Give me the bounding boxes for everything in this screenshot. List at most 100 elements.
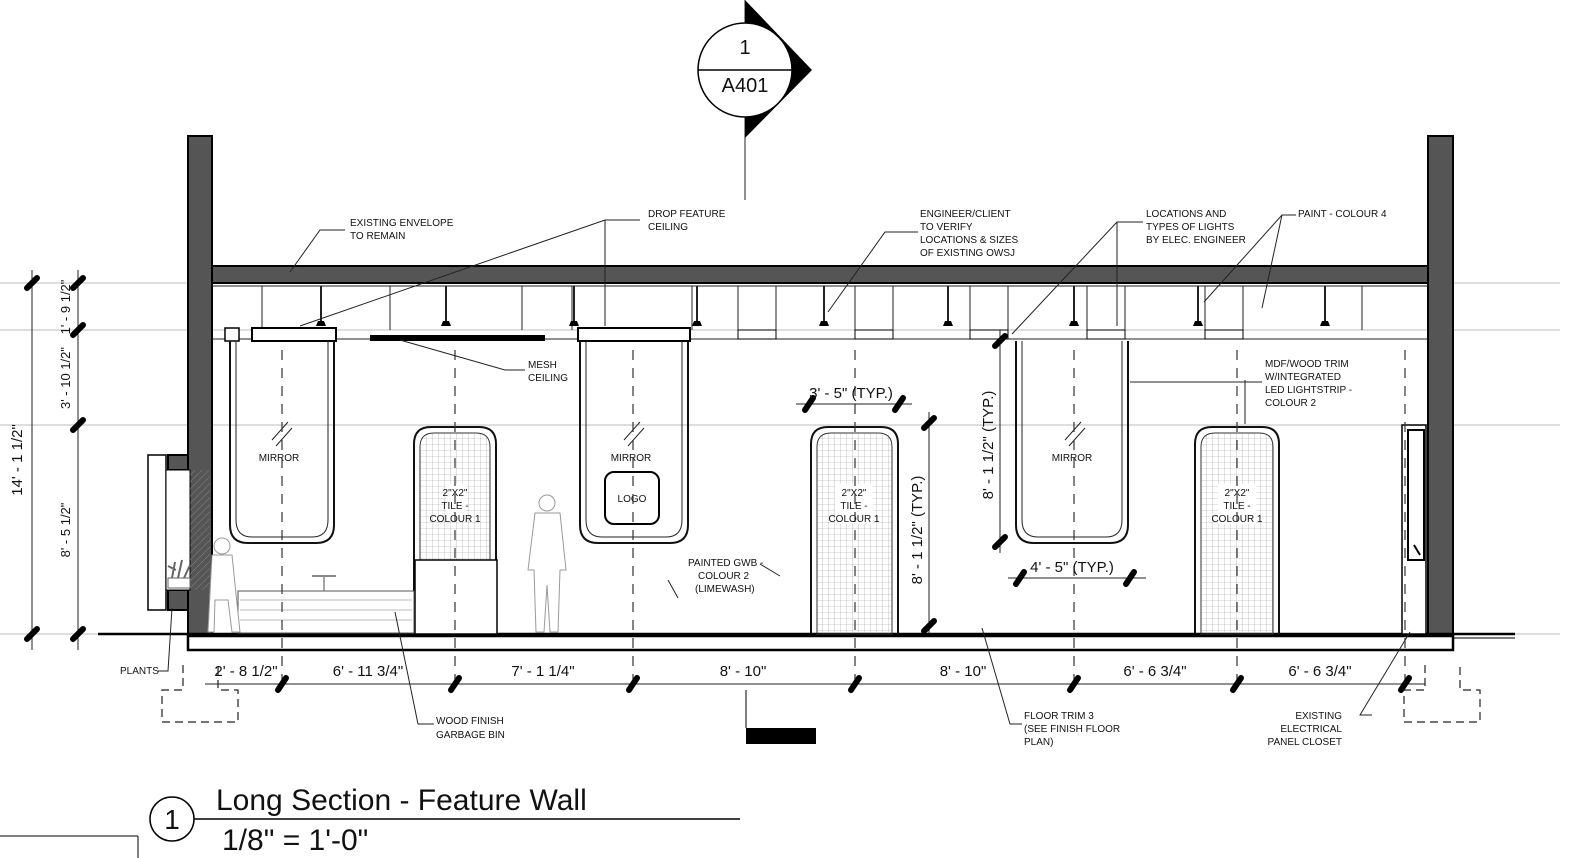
svg-text:(LIMEWASH): (LIMEWASH) — [695, 584, 755, 595]
section-marker-sheet: A401 — [722, 75, 769, 97]
note-mdf-trim: MDF/WOOD TRIM W/INTEGRATED LED LIGHTSTRI… — [1265, 359, 1352, 409]
dim-mirror-height: 8' - 1 1/2" (TYP.) — [980, 391, 997, 500]
svg-text:(SEE FINISH FLOOR: (SEE FINISH FLOOR — [1024, 724, 1120, 735]
dim-bay-1: 2' - 8 1/2" — [214, 663, 277, 680]
vertical-dimensions: 14' - 1 1/2" 1' - 9 1/2" 3' - 10 1/2" 8'… — [9, 270, 86, 650]
pendant-light-icon — [692, 286, 702, 326]
svg-text:DROP FEATURE: DROP FEATURE — [648, 209, 726, 220]
pendant-lights — [316, 286, 1330, 326]
section-marker-number: 1 — [739, 37, 750, 59]
tile-1-size: 2"X2" — [443, 488, 468, 499]
dim-door-height: 8' - 1 1/2" (TYP.) — [909, 476, 926, 585]
tile-2-colour: COLOUR 1 — [828, 514, 880, 525]
svg-text:WOOD FINISH: WOOD FINISH — [436, 716, 504, 727]
dim-door-width: 3' - 5" (TYP.) — [809, 385, 893, 402]
mirror-dimensions: 8' - 1 1/2" (TYP.) 4' - 5" (TYP.) — [980, 330, 1146, 587]
svg-text:ENGINEER/CLIENT: ENGINEER/CLIENT — [920, 209, 1011, 220]
tile-2-type: TILE - — [840, 501, 867, 512]
tile-3-type: TILE - — [1223, 501, 1250, 512]
bottom-dimension-chain: 2' - 8 1/2" 6' - 11 3/4" 7' - 1 1/4" 8' … — [161, 663, 1481, 744]
bench — [237, 575, 415, 634]
note-engineer-client: ENGINEER/CLIENT TO VERIFY LOCATIONS & SI… — [920, 209, 1018, 259]
dim-bay-6: 6' - 6 3/4" — [1123, 663, 1186, 680]
note-wood-finish-bin: WOOD FINISH GARBAGE BIN — [436, 716, 505, 741]
svg-text:MDF/WOOD TRIM: MDF/WOOD TRIM — [1265, 359, 1349, 370]
note-existing-envelope: EXISTING ENVELOPE TO REMAIN — [350, 218, 454, 242]
pendant-light-icon — [943, 286, 953, 326]
svg-text:FLOOR TRIM 3: FLOOR TRIM 3 — [1024, 711, 1094, 722]
note-floor-trim: FLOOR TRIM 3 (SEE FINISH FLOOR PLAN) — [1024, 711, 1120, 748]
electrical-panel — [1401, 424, 1427, 635]
dim-bay-4: 8' - 10" — [720, 663, 767, 680]
drawing-title-block[interactable]: 1 Long Section - Feature Wall 1/8" = 1'-… — [0, 784, 740, 858]
svg-text:PAINTED GWB -: PAINTED GWB - — [688, 558, 763, 569]
svg-text:TO REMAIN: TO REMAIN — [350, 231, 405, 242]
svg-text:PANEL CLOSET: PANEL CLOSET — [1268, 737, 1342, 748]
logo-label: LOGO — [618, 494, 647, 505]
plant-icon — [167, 559, 191, 589]
dim-bay-2: 6' - 11 3/4" — [333, 663, 403, 680]
note-mesh-ceiling: MESH CEILING — [528, 360, 568, 384]
dim-mirror-width: 4' - 5" (TYP.) — [1030, 559, 1114, 576]
note-electrical-panel: EXISTING ELECTRICAL PANEL CLOSET — [1268, 711, 1343, 748]
svg-text:PLAN): PLAN) — [1024, 737, 1053, 748]
tile-3-size: 2"X2" — [1225, 488, 1250, 499]
mirror-3-label: MIRROR — [1052, 453, 1093, 464]
pendant-light-icon — [569, 286, 579, 326]
drawing-scale: 1/8" = 1'-0" — [222, 824, 368, 857]
dim-mid: 3' - 10 1/2" — [58, 347, 73, 409]
pendant-light-icon — [1069, 286, 1079, 326]
center-lines — [281, 350, 1406, 690]
svg-text:COLOUR 2: COLOUR 2 — [698, 571, 750, 582]
dim-bay-7: 6' - 6 3/4" — [1288, 663, 1351, 680]
mirror-2: MIRROR LOGO — [579, 341, 689, 544]
leader-lines — [158, 214, 1411, 725]
pendant-light-icon — [1320, 286, 1330, 326]
note-paint-colour4: PAINT - COLOUR 4 — [1298, 209, 1387, 220]
storefront-window — [147, 454, 210, 611]
drop-feature-ceilings — [224, 327, 1244, 342]
dim-top: 1' - 9 1/2" — [58, 279, 73, 334]
mirror-2-label: MIRROR — [611, 453, 652, 464]
svg-text:TYPES OF LIGHTS: TYPES OF LIGHTS — [1146, 222, 1235, 233]
svg-text:BY ELEC. ENGINEER: BY ELEC. ENGINEER — [1146, 235, 1246, 246]
note-drop-feature-ceiling: DROP FEATURE CEILING — [648, 209, 726, 233]
pendant-light-icon — [316, 286, 326, 326]
mirror-3: MIRROR — [1015, 341, 1129, 544]
svg-text:LOCATIONS AND: LOCATIONS AND — [1146, 209, 1226, 220]
svg-text:PLANTS: PLANTS — [120, 666, 159, 677]
note-painted-gwb: PAINTED GWB - COLOUR 2 (LIMEWASH) — [688, 558, 763, 595]
dim-bay-3: 7' - 1 1/4" — [511, 663, 574, 680]
svg-text:LED LIGHTSTRIP -: LED LIGHTSTRIP - — [1265, 385, 1352, 396]
ceiling-framing — [212, 285, 1428, 340]
pendant-light-icon — [441, 286, 451, 326]
svg-text:PAINT - COLOUR 4: PAINT - COLOUR 4 — [1298, 209, 1387, 220]
pendant-light-icon — [1193, 286, 1203, 326]
human-figure-icon — [527, 494, 567, 633]
note-plants: PLANTS — [120, 666, 159, 677]
svg-text:CEILING: CEILING — [648, 222, 688, 233]
mirror-1-label: MIRROR — [259, 453, 300, 464]
tile-1-type: TILE - — [441, 501, 468, 512]
note-locations-lights: LOCATIONS AND TYPES OF LIGHTS BY ELEC. E… — [1146, 209, 1246, 246]
seated-figure-icon — [207, 537, 241, 633]
svg-text:ELECTRICAL: ELECTRICAL — [1280, 724, 1342, 735]
title-number: 1 — [164, 804, 180, 835]
door-dimensions: 3' - 5" (TYP.) 8' - 1 1/2" (TYP.) — [796, 385, 937, 634]
tile-2-size: 2"X2" — [842, 488, 867, 499]
svg-text:LOCATIONS & SIZES: LOCATIONS & SIZES — [920, 235, 1018, 246]
svg-text:CEILING: CEILING — [528, 373, 568, 384]
dim-bay-5: 8' - 10" — [940, 663, 987, 680]
svg-text:GARBAGE BIN: GARBAGE BIN — [436, 730, 505, 741]
svg-text:W/INTEGRATED: W/INTEGRATED — [1265, 372, 1341, 383]
svg-text:COLOUR 2: COLOUR 2 — [1265, 398, 1317, 409]
svg-text:OF EXISTING OWSJ: OF EXISTING OWSJ — [920, 248, 1015, 259]
svg-text:MESH: MESH — [528, 360, 557, 371]
section-marker[interactable]: 1 A401 — [697, 0, 812, 200]
dim-low: 8' - 5 1/2" — [58, 502, 73, 557]
svg-text:EXISTING ENVELOPE: EXISTING ENVELOPE — [350, 218, 454, 229]
svg-text:EXISTING: EXISTING — [1295, 711, 1342, 722]
pendant-light-icon — [819, 286, 829, 326]
dim-overall-height: 14' - 1 1/2" — [9, 424, 26, 496]
